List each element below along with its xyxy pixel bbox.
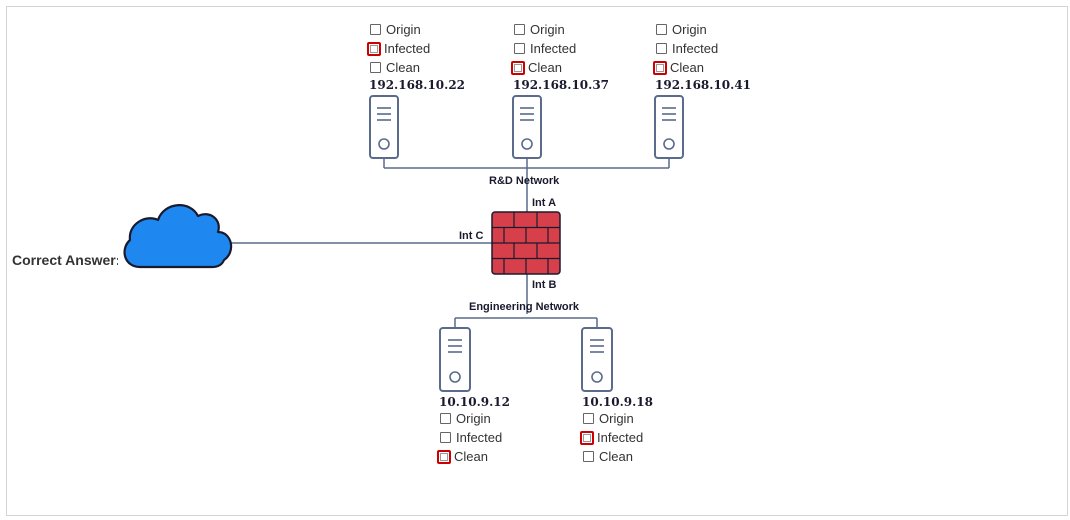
int-b-label: Int B bbox=[532, 279, 557, 291]
checkbox[interactable] bbox=[653, 60, 667, 75]
rd-network-links bbox=[230, 158, 670, 328]
server-icon bbox=[439, 327, 471, 392]
host-5-clean-option[interactable]: Clean bbox=[583, 448, 633, 466]
engineering-network-label: Engineering Network bbox=[469, 301, 580, 313]
checkbox[interactable] bbox=[656, 24, 667, 36]
diagram-graphics bbox=[123, 95, 684, 392]
checkbox[interactable] bbox=[367, 41, 381, 56]
host-1-ip: 192.168.10.22 bbox=[369, 78, 466, 92]
host-1-origin-option[interactable]: Origin bbox=[370, 21, 421, 39]
network-diagram: Origin Infected Clean 192.168.10.22 Orig… bbox=[118, 14, 800, 510]
host-2-ip: 192.168.10.37 bbox=[513, 78, 610, 92]
option-label: Infected bbox=[530, 41, 577, 56]
server-icon bbox=[369, 95, 399, 159]
host-4-ip: 10.10.9.12 bbox=[439, 395, 510, 409]
option-label: Origin bbox=[530, 22, 565, 37]
checkbox[interactable] bbox=[440, 432, 451, 444]
host-3-infected-option[interactable]: Infected bbox=[656, 40, 718, 58]
server-icon bbox=[512, 95, 542, 159]
host-5-infected-option[interactable]: Infected bbox=[580, 429, 644, 447]
host-2-origin-option[interactable]: Origin bbox=[514, 21, 565, 39]
host-2-clean-option[interactable]: Clean bbox=[511, 59, 562, 77]
option-label: Clean bbox=[528, 60, 562, 75]
host-5-ip: 10.10.9.18 bbox=[582, 395, 653, 409]
checkbox[interactable] bbox=[514, 24, 525, 36]
checkbox[interactable] bbox=[440, 413, 451, 425]
checkbox[interactable] bbox=[583, 451, 594, 463]
host-5-origin-option[interactable]: Origin bbox=[583, 410, 634, 428]
server-icon bbox=[654, 95, 684, 159]
option-label: Origin bbox=[386, 22, 421, 37]
host-3-clean-option[interactable]: Clean bbox=[653, 59, 704, 77]
firewall-icon bbox=[491, 211, 561, 275]
option-label: Origin bbox=[599, 411, 634, 426]
option-label: Origin bbox=[456, 411, 491, 426]
checkbox[interactable] bbox=[370, 62, 381, 74]
host-4-origin-option[interactable]: Origin bbox=[440, 410, 491, 428]
correct-answer-label: Correct Answer: bbox=[12, 252, 121, 268]
option-label: Clean bbox=[454, 449, 488, 464]
option-label: Infected bbox=[456, 430, 503, 445]
checkbox[interactable] bbox=[437, 449, 451, 464]
host-4-infected-option[interactable]: Infected bbox=[440, 429, 502, 447]
option-label: Infected bbox=[597, 430, 644, 445]
host-4-clean-option[interactable]: Clean bbox=[437, 448, 488, 466]
option-label: Infected bbox=[672, 41, 719, 56]
checkbox[interactable] bbox=[514, 43, 525, 55]
option-label: Clean bbox=[670, 60, 704, 75]
checkbox[interactable] bbox=[656, 43, 667, 55]
host-2-infected-option[interactable]: Infected bbox=[514, 40, 576, 58]
checkbox[interactable] bbox=[370, 24, 381, 36]
cloud-icon bbox=[123, 204, 233, 269]
checkbox[interactable] bbox=[580, 430, 594, 445]
checkbox[interactable] bbox=[511, 60, 525, 75]
rd-network-label: R&D Network bbox=[489, 175, 560, 187]
server-icon bbox=[581, 327, 613, 392]
option-label: Clean bbox=[599, 449, 633, 464]
int-a-label: Int A bbox=[532, 197, 557, 209]
host-1-clean-option[interactable]: Clean bbox=[370, 59, 420, 77]
host-3-ip: 192.168.10.41 bbox=[655, 78, 752, 92]
option-label: Infected bbox=[384, 41, 431, 56]
host-1-infected-option[interactable]: Infected bbox=[367, 40, 431, 58]
checkbox[interactable] bbox=[583, 413, 594, 425]
option-label: Origin bbox=[672, 22, 707, 37]
host-3-origin-option[interactable]: Origin bbox=[656, 21, 707, 39]
option-label: Clean bbox=[386, 60, 420, 75]
int-c-label: Int C bbox=[459, 230, 484, 242]
